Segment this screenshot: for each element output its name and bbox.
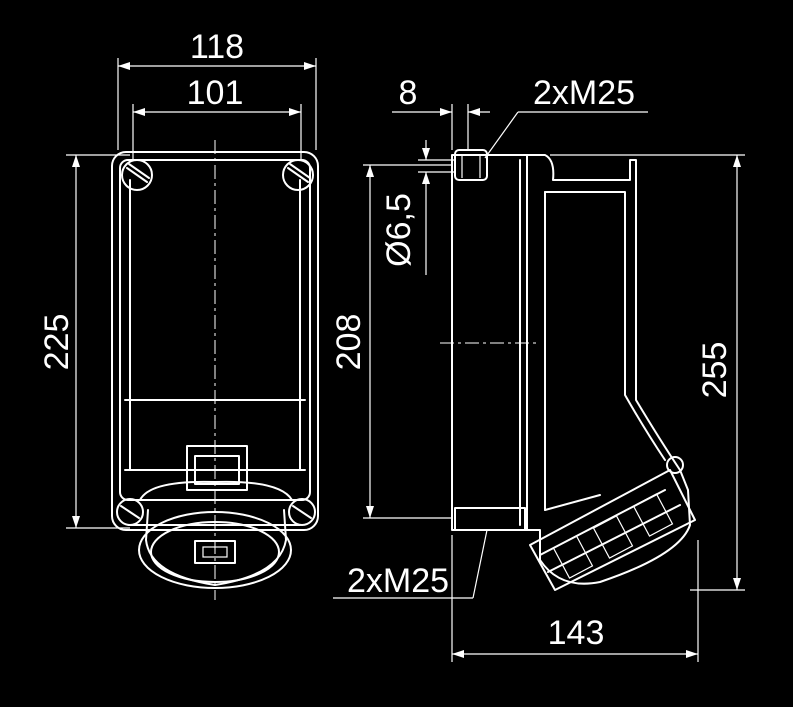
dim-2xM25-bottom: 2xM25 xyxy=(333,529,488,600)
dim-101-label: 101 xyxy=(187,74,244,112)
dim-d6-5-label: Ø6,5 xyxy=(380,193,418,267)
dim-d6-5: Ø6,5 xyxy=(380,140,455,275)
dim-101: 101 xyxy=(132,74,302,160)
dim-208: 208 xyxy=(330,164,452,519)
dim-8-label: 8 xyxy=(399,74,418,112)
screw-top-left xyxy=(121,159,153,191)
dim-118-label: 118 xyxy=(190,28,244,66)
side-view xyxy=(440,149,696,591)
dim-255: 255 xyxy=(550,154,745,591)
side-bottom-gland xyxy=(454,507,526,531)
dim-208-label: 208 xyxy=(330,314,368,371)
dim-2xM25-top-label: 2xM25 xyxy=(533,74,635,112)
dim-8: 8 xyxy=(392,74,490,150)
dim-143-label: 143 xyxy=(548,614,605,652)
dim-255-label: 255 xyxy=(696,342,734,399)
dim-225: 225 xyxy=(38,154,130,529)
front-view xyxy=(111,140,319,600)
side-top-gland xyxy=(454,149,488,181)
dim-2xM25-top: 2xM25 xyxy=(484,74,648,159)
front-socket xyxy=(129,480,301,589)
front-latch xyxy=(186,445,248,491)
screw-top-right xyxy=(282,159,314,191)
side-angled-socket xyxy=(529,456,696,591)
dim-225-label: 225 xyxy=(38,314,76,371)
screw-bottom-left xyxy=(116,498,144,526)
screw-bottom-right xyxy=(288,498,316,526)
dim-143: 143 xyxy=(451,535,699,662)
dim-118: 118 xyxy=(117,28,317,150)
dim-2xM25-bottom-label: 2xM25 xyxy=(347,562,449,600)
